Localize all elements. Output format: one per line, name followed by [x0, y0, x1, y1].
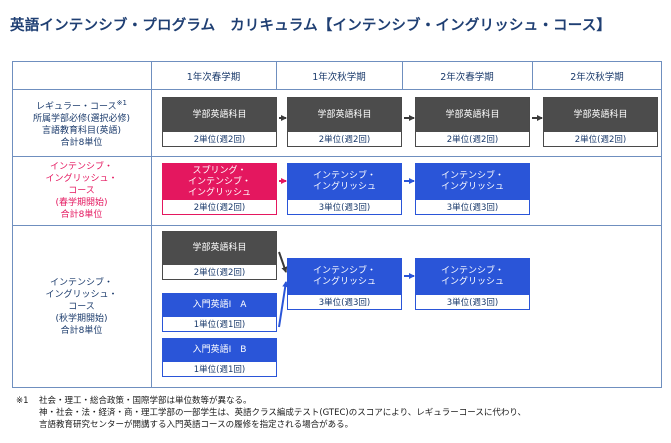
spring-intensive-box: スプリング・ インテンシブ・ イングリッシュ 2単位(週2回): [162, 163, 277, 215]
regular-course-box-4: 学部英語科目 2単位(週2回): [543, 97, 658, 147]
row-label-text: インテンシブ・: [49, 278, 113, 288]
row-label-text: インテンシブ・: [49, 162, 113, 172]
row-label-regular: レギュラー・コース※1 所属学部必修(選択必修) 言語教育科目(英語) 合計8単…: [12, 90, 151, 156]
row-label-text: (秋学期開始): [55, 314, 108, 324]
box-title: インテンシブ・ イングリッシュ: [288, 164, 401, 200]
row-label-text: 合計8単位: [60, 210, 103, 220]
box-units: 2単位(週2回): [318, 135, 371, 145]
box-units: 3単位(週3回): [446, 203, 499, 213]
box-units: 3単位(週3回): [318, 203, 371, 213]
box-title: インテンシブ・ イングリッシュ: [416, 259, 529, 295]
box-title: インテンシブ・ イングリッシュ: [416, 164, 529, 200]
row-label-text: イングリッシュ・: [45, 290, 118, 300]
footnote-line: 社会・理工・総合政策・国際学部は単位数等が異なる。: [39, 396, 252, 406]
footnote-line: 神・社会・法・経済・商・理工学部の一部学生は、英語クラス編成テスト(GTEC)の…: [39, 408, 526, 418]
row-label-text: 合計8単位: [60, 138, 103, 148]
box-title: 学部英語科目: [163, 98, 276, 132]
box-title: 学部英語科目: [288, 98, 401, 132]
row-label-text: コース: [68, 186, 95, 196]
box-title-line: イングリッシュ: [312, 277, 376, 287]
box-title-line: イングリッシュ: [440, 182, 504, 192]
row-label-text: 所属学部必修(選択必修): [32, 114, 131, 124]
row-label-spring-start: インテンシブ・ イングリッシュ・ コース (春学期開始) 合計8単位: [12, 157, 151, 225]
table-divider: [151, 61, 152, 388]
footnote-mark: ※1: [116, 99, 127, 107]
box-units: 2単位(週2回): [193, 203, 246, 213]
box-units: 2単位(週2回): [193, 268, 246, 278]
regular-course-box-3: 学部英語科目 2単位(週2回): [415, 97, 530, 147]
box-title-line: インテンシブ・: [312, 266, 376, 276]
box-title-line: インテンシブ・: [187, 176, 251, 187]
box-units: 2単位(週2回): [446, 135, 499, 145]
table-divider: [12, 156, 662, 157]
box-title-line: イングリッシュ: [312, 182, 376, 192]
footnote-mark: ※1: [16, 396, 29, 406]
table-divider: [532, 61, 533, 89]
row-label-autumn-start: インテンシブ・ イングリッシュ・ コース (秋学期開始) 合計8単位: [12, 226, 151, 388]
box-title-line: インテンシブ・: [440, 266, 504, 276]
autumn-dept-english-box: 学部英語科目 2単位(週2回): [162, 231, 277, 280]
intro-english-b-box: 入門英語Ⅰ B 1単位(週1回): [162, 338, 277, 377]
footnote-line: 言語教育研究センターが開講する入門英語コースの履修を指定される場合がある。: [39, 420, 354, 430]
table-divider: [276, 61, 277, 89]
box-title: 学部英語科目: [416, 98, 529, 132]
intro-english-a-box: 入門英語Ⅰ A 1単位(週1回): [162, 293, 277, 332]
box-units: 3単位(週3回): [318, 298, 371, 308]
row-label-text: 合計8単位: [60, 326, 103, 336]
box-title-line: イングリッシュ: [187, 187, 251, 198]
regular-course-box-1: 学部英語科目 2単位(週2回): [162, 97, 277, 147]
box-title: 学部英語科目: [163, 232, 276, 265]
table-divider: [12, 225, 662, 226]
table-divider: [402, 61, 403, 89]
column-header-3: 2年次春学期: [440, 71, 494, 83]
column-header-2: 1年次秋学期: [312, 71, 366, 83]
page-title: 英語インテンシブ・プログラム カリキュラム【インテンシブ・イングリッシュ・コース…: [10, 18, 612, 34]
row-label-text: 言語教育科目(英語): [41, 126, 122, 136]
curriculum-table: [12, 61, 662, 388]
row-label-text: レギュラー・コース: [36, 102, 117, 112]
row-label-text: コース: [68, 302, 95, 312]
box-title-line: イングリッシュ: [440, 277, 504, 287]
box-units: 1単位(週1回): [193, 320, 246, 330]
box-units: 2単位(週2回): [193, 135, 246, 145]
box-title-line: スプリング・: [192, 165, 247, 176]
row-label-text: イングリッシュ・: [45, 174, 118, 184]
box-title: 学部英語科目: [544, 98, 657, 132]
box-units: 2単位(週2回): [574, 135, 627, 145]
intensive-english-box-autumn-1: インテンシブ・ イングリッシュ 3単位(週3回): [287, 258, 402, 310]
regular-course-box-2: 学部英語科目 2単位(週2回): [287, 97, 402, 147]
box-title-line: インテンシブ・: [312, 171, 376, 181]
column-header-4: 2年次秋学期: [570, 71, 624, 83]
intensive-english-box-spring-2: インテンシブ・ イングリッシュ 3単位(週3回): [287, 163, 402, 215]
intensive-english-box-spring-3: インテンシブ・ イングリッシュ 3単位(週3回): [415, 163, 530, 215]
table-divider: [12, 89, 662, 90]
box-title-line: インテンシブ・: [440, 171, 504, 181]
box-units: 3単位(週3回): [446, 298, 499, 308]
box-title: インテンシブ・ イングリッシュ: [288, 259, 401, 295]
box-title: 入門英語Ⅰ B: [163, 339, 276, 362]
box-units: 1単位(週1回): [193, 365, 246, 375]
box-title: スプリング・ インテンシブ・ イングリッシュ: [163, 164, 276, 200]
column-header-1: 1年次春学期: [186, 71, 241, 83]
box-title: 入門英語Ⅰ A: [163, 294, 276, 317]
intensive-english-box-autumn-2: インテンシブ・ イングリッシュ 3単位(週3回): [415, 258, 530, 310]
row-label-text: (春学期開始): [55, 198, 108, 208]
